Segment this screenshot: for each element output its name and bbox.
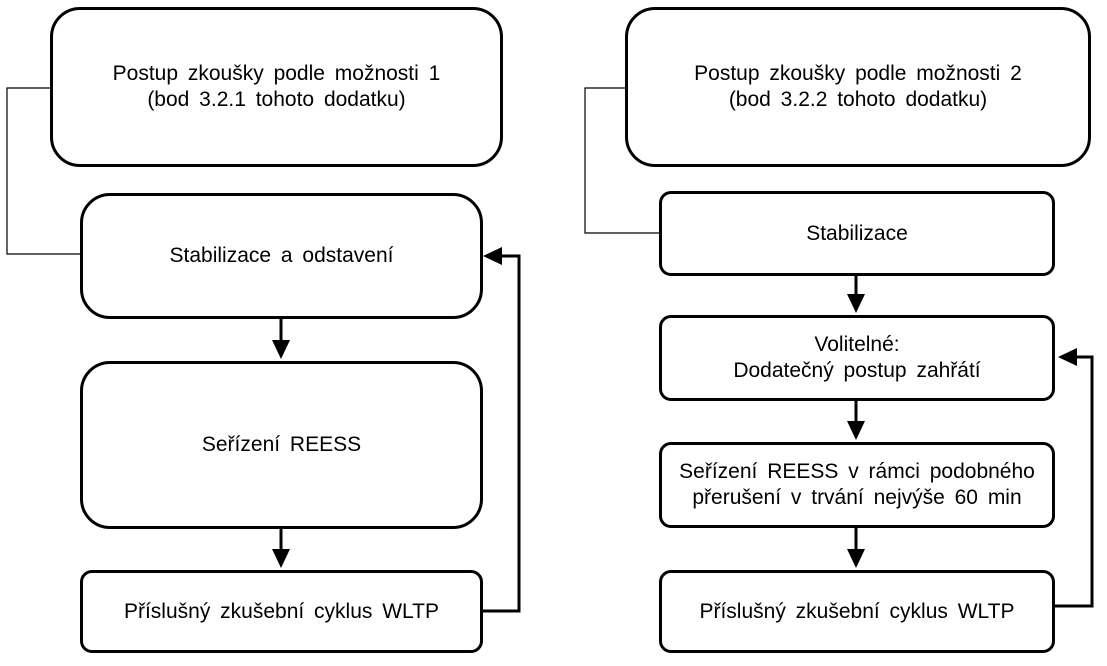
left-stabilization-box: Stabilizace a odstavení [80, 193, 483, 319]
left-reess-adjustment-box: Seřízení REESS [80, 361, 483, 529]
right-header-text: Postup zkoušky podle možnosti 2 (bod 3.2… [694, 62, 1022, 111]
right-header-box: Postup zkoušky podle možnosti 2 (bod 3.2… [625, 7, 1091, 167]
left-header-box: Postup zkoušky podle možnosti 1 (bod 3.2… [50, 7, 503, 167]
left-stabilization-text: Stabilizace a odstavení [169, 244, 394, 267]
right-wltp-cycle-box: Příslušný zkušební cyklus WLTP [659, 570, 1055, 653]
left-arrowhead-step1-to-step2 [272, 340, 290, 359]
left-feedback-arrowhead [483, 247, 502, 265]
left-reess-adjustment-text: Seřízení REESS [201, 433, 362, 456]
left-wltp-cycle-box: Příslušný zkušební cyklus WLTP [80, 570, 483, 653]
right-optional-warmup-text: Volitelné: Dodatečný postup zahřátí [733, 333, 981, 382]
right-feedback-arrowhead [1058, 348, 1077, 366]
right-arrowhead-step2-to-step3 [847, 421, 865, 440]
right-reess-adjustment-box: Seřízení REESS v rámci podobného přeruše… [659, 442, 1055, 528]
right-optional-warmup-box: Volitelné: Dodatečný postup zahřátí [659, 315, 1055, 401]
right-feedback-loop-line [1055, 355, 1094, 608]
right-wltp-cycle-text: Příslušný zkušební cyklus WLTP [699, 599, 1015, 623]
right-arrowhead-step3-to-step4 [847, 549, 865, 568]
left-wltp-cycle-text: Příslušný zkušební cyklus WLTP [123, 599, 440, 623]
right-arrowhead-step1-to-step2 [847, 294, 865, 313]
right-stabilization-box: Stabilizace [659, 191, 1055, 276]
left-feedback-loop-line [482, 254, 521, 613]
right-stabilization-text: Stabilizace [806, 221, 908, 245]
left-header-text: Postup zkoušky podle možnosti 1 (bod 3.2… [112, 62, 441, 111]
right-reess-adjustment-text: Seřízení REESS v rámci podobného přeruše… [679, 460, 1035, 509]
left-arrowhead-step2-to-step3 [272, 549, 290, 568]
